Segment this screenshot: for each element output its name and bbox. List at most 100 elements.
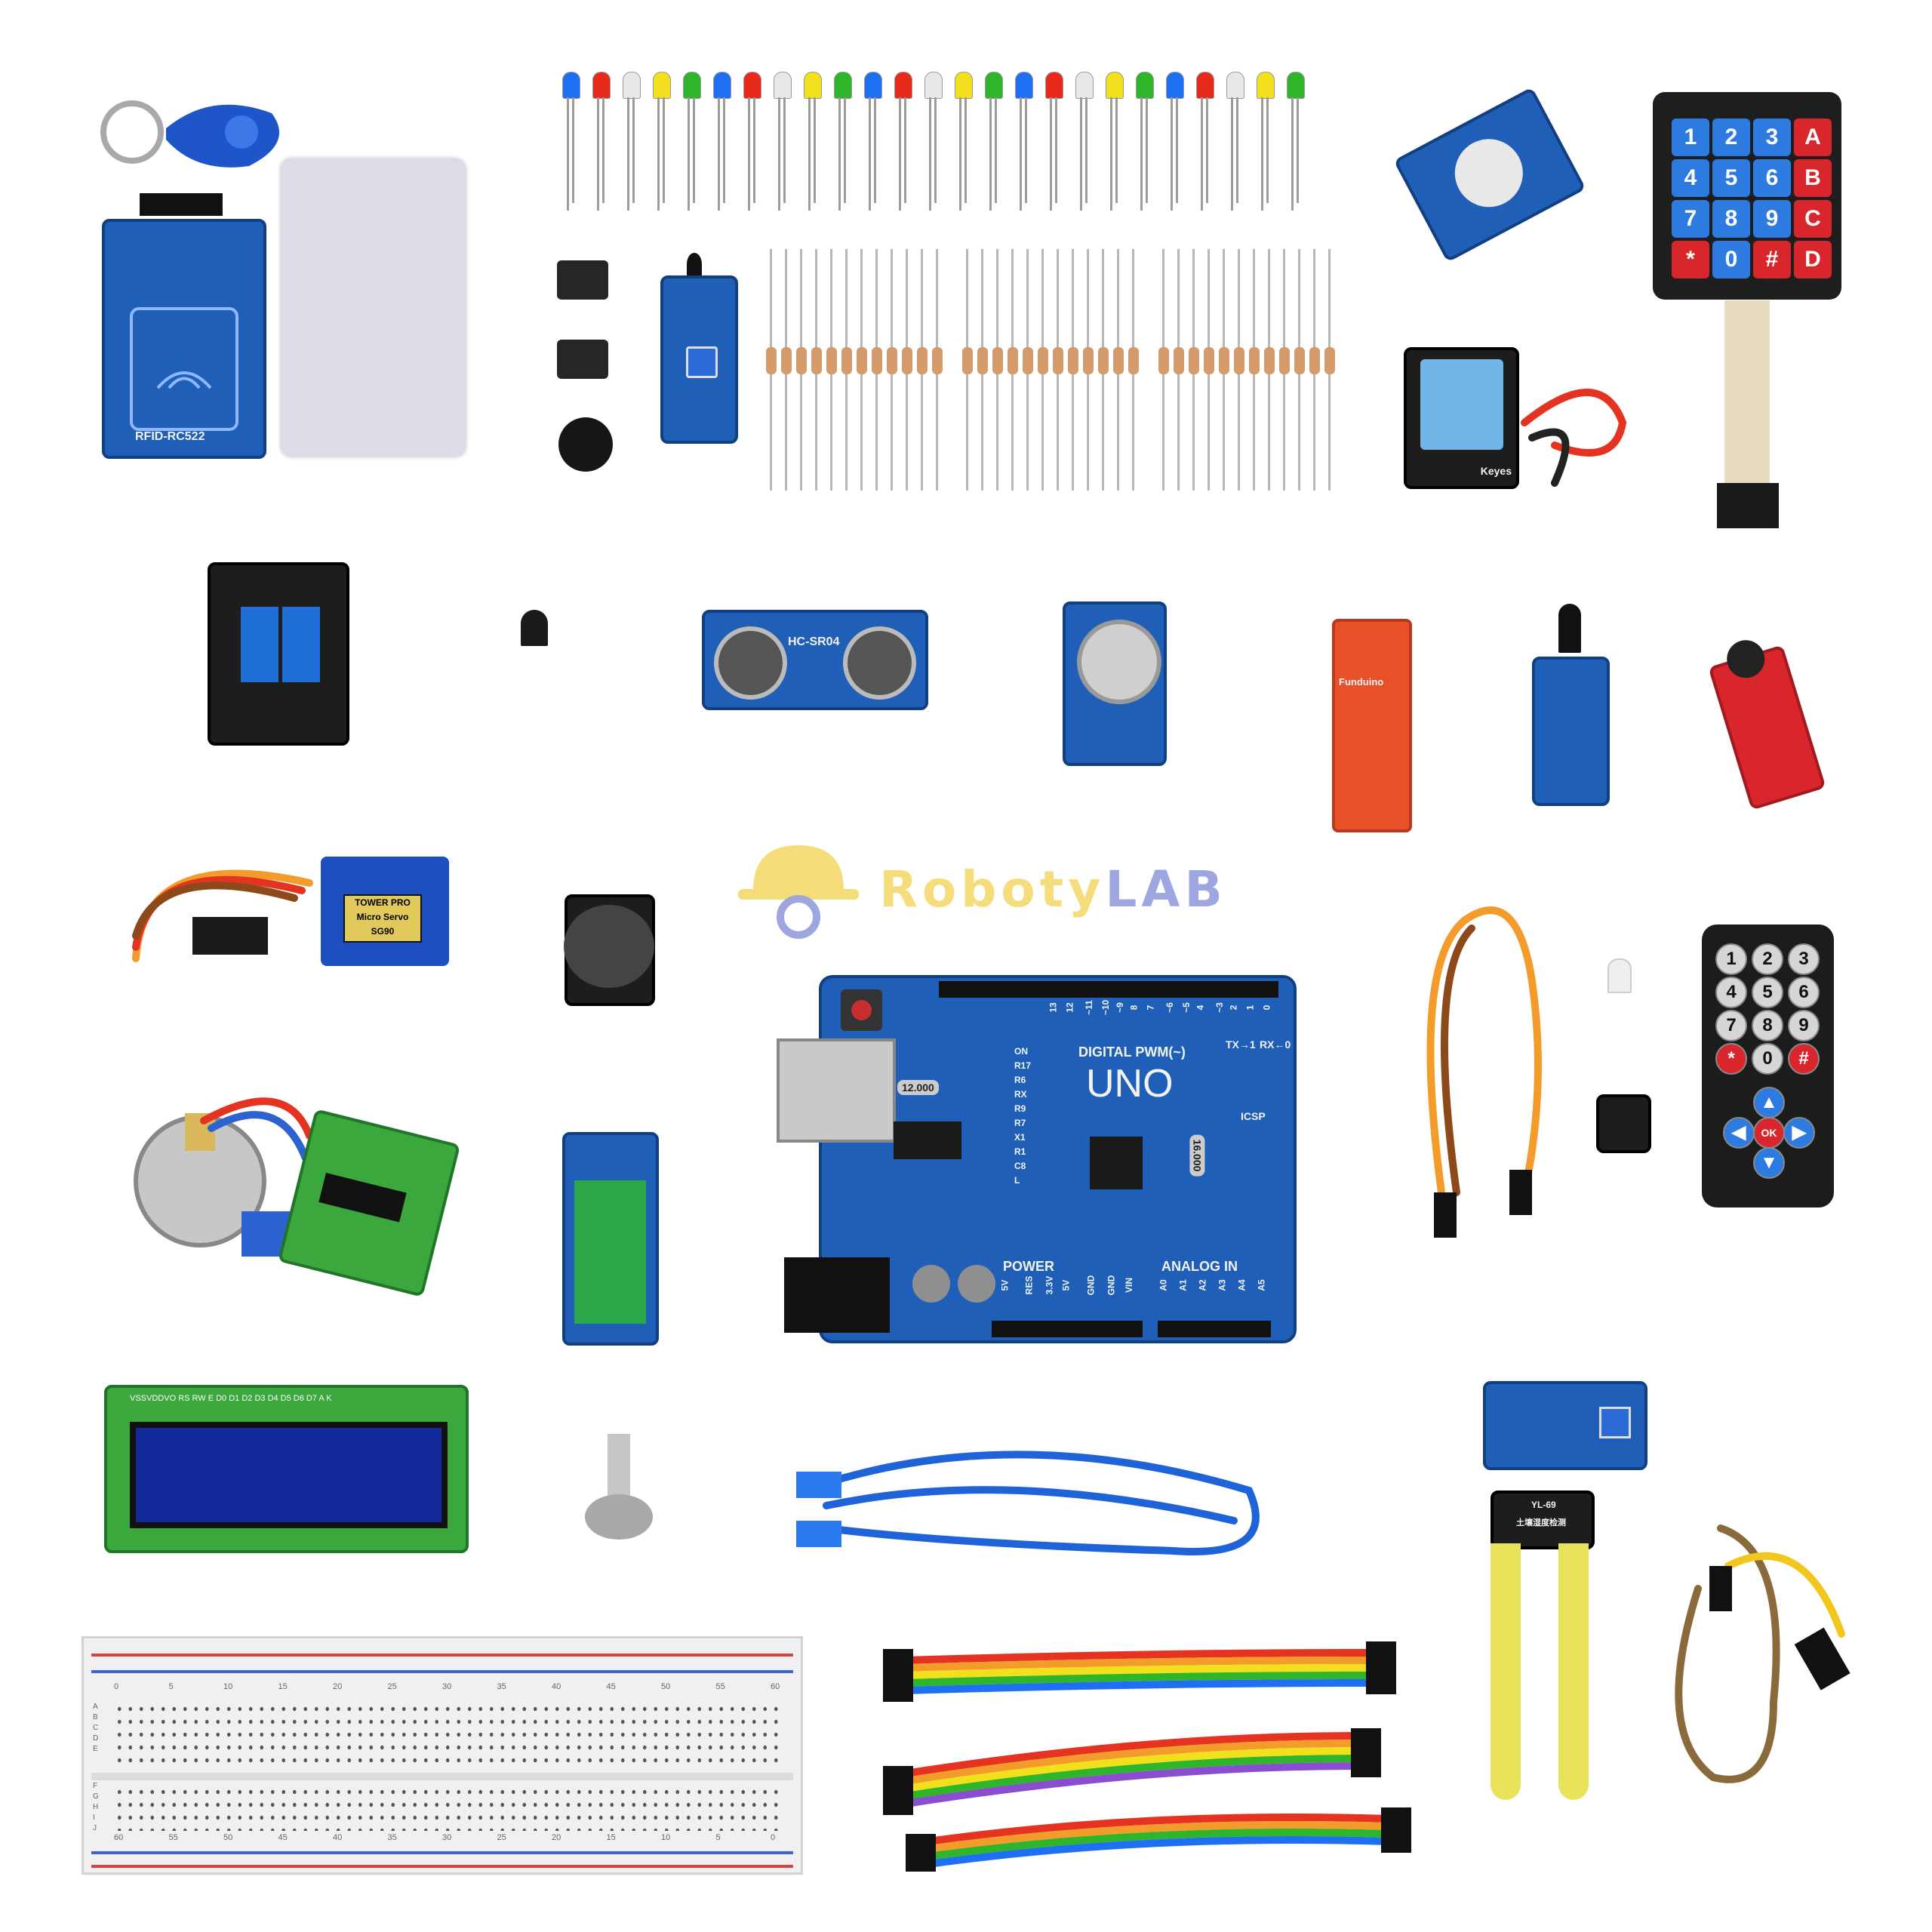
led <box>713 72 731 99</box>
power-pin-label: 5V <box>1060 1279 1072 1291</box>
breadboard-row-letter: F <box>93 1782 98 1790</box>
board-side-label: L <box>1014 1175 1020 1186</box>
led <box>924 72 943 99</box>
remote-ok-button[interactable]: OK <box>1753 1117 1785 1149</box>
remote-key[interactable]: 0 <box>1752 1043 1783 1075</box>
resistor <box>1264 347 1275 374</box>
remote-key[interactable]: # <box>1788 1043 1820 1075</box>
remote-down-button[interactable]: ▼ <box>1753 1147 1785 1179</box>
keypad-key[interactable]: 6 <box>1753 159 1791 197</box>
resistor <box>841 347 852 374</box>
led-leg <box>1085 97 1088 203</box>
dht-cable <box>1521 389 1627 487</box>
keypad-key[interactable]: 4 <box>1672 159 1709 197</box>
digital-header-top <box>939 981 1278 998</box>
keypad-key[interactable]: A <box>1794 118 1832 156</box>
keypad-key[interactable]: * <box>1672 241 1709 278</box>
breadboard-row-letter: G <box>93 1792 99 1801</box>
buzzer <box>558 417 613 472</box>
water-sensor-label: Funduino <box>1339 676 1384 688</box>
remote-key[interactable]: 4 <box>1715 977 1747 1008</box>
servo-code: SG90 <box>371 926 395 937</box>
led-leg <box>874 97 876 203</box>
resistor <box>1279 347 1290 374</box>
temperature-sensor <box>521 610 548 646</box>
servo-cable <box>132 869 313 962</box>
keypad-key[interactable]: D <box>1794 241 1832 278</box>
breadboard-column-number: 50 <box>223 1833 233 1842</box>
keypad-key[interactable]: 0 <box>1712 241 1750 278</box>
board-side-label: C8 <box>1014 1161 1026 1171</box>
keypad-key[interactable]: 3 <box>1753 118 1791 156</box>
led-leg <box>904 97 906 203</box>
keypad-key[interactable]: 9 <box>1753 200 1791 238</box>
led <box>1106 72 1124 99</box>
breadboard-row-letter: C <box>93 1724 99 1732</box>
resistor <box>1309 347 1320 374</box>
soil-probe-head: YL-69 土壤湿度检测 <box>1491 1491 1595 1549</box>
power-label: POWER <box>1003 1259 1055 1274</box>
remote-key[interactable]: 8 <box>1752 1010 1783 1041</box>
servo-model: Micro Servo <box>356 912 409 922</box>
push-button <box>557 260 608 300</box>
resistor <box>1068 347 1078 374</box>
led-leg <box>693 97 695 203</box>
remote-key[interactable]: 5 <box>1752 977 1783 1008</box>
keypad-key[interactable]: 2 <box>1712 118 1750 156</box>
remote-key[interactable]: 1 <box>1715 943 1747 975</box>
keypad-key[interactable]: B <box>1794 159 1832 197</box>
led-leg <box>1291 97 1294 211</box>
led-leg <box>627 97 629 211</box>
remote-key[interactable]: 3 <box>1788 943 1820 975</box>
power-header-bottom <box>992 1321 1143 1337</box>
led <box>1287 72 1305 99</box>
keypad-key[interactable]: # <box>1753 241 1791 278</box>
rfid-header <box>140 193 223 216</box>
led <box>683 72 701 99</box>
board-side-label: R17 <box>1014 1060 1032 1071</box>
led-leg <box>1206 97 1208 203</box>
remote-key[interactable]: 6 <box>1788 977 1820 1008</box>
remote-left-button[interactable]: ◀ <box>1723 1117 1755 1149</box>
remote-key[interactable]: 7 <box>1715 1010 1747 1041</box>
keypad-key[interactable]: C <box>1794 200 1832 238</box>
keypad-key[interactable]: 7 <box>1672 200 1709 238</box>
resistor <box>1324 347 1335 374</box>
led <box>1257 72 1275 99</box>
breadboard-column-number: 35 <box>387 1833 397 1842</box>
keypad-key[interactable]: 1 <box>1672 118 1709 156</box>
dht-label: Keyes <box>1480 465 1512 477</box>
remote-right-button[interactable]: ▶ <box>1783 1117 1815 1149</box>
breadboard-row-letter: B <box>93 1713 98 1721</box>
remote-key[interactable]: 2 <box>1752 943 1783 975</box>
power-pin-label: GND <box>1085 1275 1097 1296</box>
dht-sensor-module: Keyes <box>1404 347 1519 489</box>
led <box>834 72 852 99</box>
tx-label: TX→1 <box>1226 1038 1256 1051</box>
led-leg <box>1146 97 1148 203</box>
resistor <box>1249 347 1260 374</box>
potentiometer-icon <box>686 346 718 378</box>
led <box>1045 72 1063 99</box>
lcd-1602-module: VSSVDDVO RS RW E D0 D1 D2 D3 D4 D5 D6 D7… <box>104 1385 469 1553</box>
remote-up-button[interactable]: ▲ <box>1753 1087 1785 1118</box>
digital-pin-label: 1 <box>1244 1004 1256 1011</box>
ultrasonic-label: HC-SR04 <box>788 635 840 648</box>
resistor <box>932 347 943 374</box>
crystal2-label: 16.000 <box>1189 1134 1205 1177</box>
analog-header-bottom <box>1158 1321 1271 1337</box>
keypad-key[interactable]: 8 <box>1712 200 1750 238</box>
led-row <box>562 72 1324 215</box>
digital-pin-label: 7 <box>1145 1004 1156 1011</box>
remote-dpad: ▲ ◀ OK ▶ ▼ <box>1723 1087 1815 1179</box>
led-leg <box>783 97 786 203</box>
breadboard-row-letter: E <box>93 1745 98 1753</box>
remote-key[interactable]: * <box>1715 1043 1747 1075</box>
remote-key[interactable]: 9 <box>1788 1010 1820 1041</box>
breadboard-column-number: 35 <box>497 1682 506 1691</box>
resistor <box>962 347 973 374</box>
keypad-connector <box>1717 483 1779 528</box>
keypad-key[interactable]: 5 <box>1712 159 1750 197</box>
resistor <box>1294 347 1305 374</box>
